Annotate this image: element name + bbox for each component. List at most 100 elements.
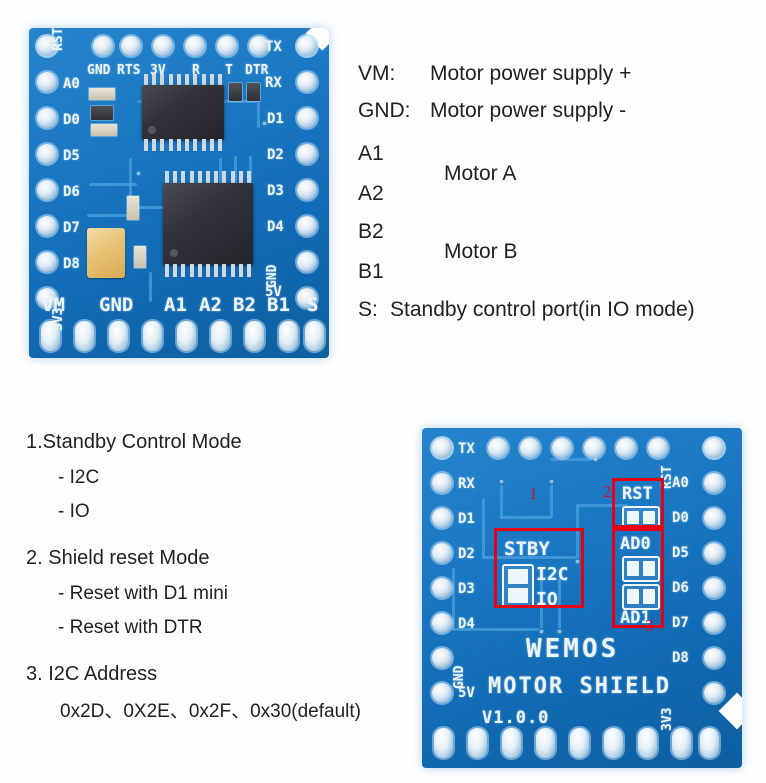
silk-stby-option-io: IO bbox=[536, 589, 558, 610]
silk-left-pin-7: 5V bbox=[458, 685, 475, 701]
pcb-via bbox=[556, 628, 563, 635]
header-pad-right bbox=[297, 252, 317, 272]
note-2-option-d1mini: - Reset with D1 mini bbox=[58, 583, 228, 604]
ad0-jumper-pads[interactable] bbox=[622, 556, 660, 582]
header-pad-right bbox=[297, 72, 317, 92]
pin-function-legend: VM: Motor power supply + GND: Motor powe… bbox=[358, 62, 758, 335]
silk-bottom-label-1: GND bbox=[99, 294, 134, 316]
header-pad bbox=[93, 36, 113, 56]
stby-jumper-pads[interactable] bbox=[502, 564, 534, 608]
legend-row-vm: VM: Motor power supply + bbox=[358, 62, 758, 99]
pcb-trace bbox=[482, 556, 578, 559]
silk-left-pin-0: TX bbox=[458, 441, 475, 457]
legend-value-standby: Standby control port(in IO mode) bbox=[390, 298, 695, 321]
smd-resistor bbox=[91, 124, 117, 136]
silk-bottom-label-6: S bbox=[307, 294, 319, 316]
silk-right-pin-7: 3V3 bbox=[660, 707, 675, 731]
silk-right-pin-5: D7 bbox=[672, 615, 689, 631]
jumper-pad-upper bbox=[508, 569, 528, 584]
terminal-slot bbox=[305, 321, 324, 351]
header-pad bbox=[648, 438, 668, 458]
motor-driver-ic bbox=[163, 183, 253, 265]
header-pad-left bbox=[432, 508, 452, 528]
smd-component bbox=[247, 83, 260, 101]
back-board-inner: TX RX D1 D2 D3 D4 GND 5V RST A0 D0 D5 D6… bbox=[422, 428, 742, 768]
header-pad-left bbox=[37, 72, 57, 92]
silk-rst-label: RST bbox=[622, 484, 653, 504]
header-pad bbox=[552, 438, 572, 458]
note-1-heading: 1.Standby Control Mode bbox=[26, 431, 242, 453]
header-pad-left bbox=[37, 216, 57, 236]
note-3-heading: 3. I2C Address bbox=[26, 663, 158, 685]
terminal-slot bbox=[143, 321, 162, 351]
silk-stby-option-i2c: I2C bbox=[536, 564, 569, 585]
header-pad-right bbox=[704, 648, 724, 668]
pcb-trace bbox=[500, 516, 552, 519]
pcb-trace bbox=[482, 498, 485, 558]
pcb-trace bbox=[452, 628, 542, 631]
microcontroller-ic bbox=[142, 85, 224, 140]
header-pad-right bbox=[704, 613, 724, 633]
legend-key-a2: A2 bbox=[358, 182, 384, 205]
ic2-top-pins bbox=[165, 171, 251, 184]
header-pad bbox=[520, 438, 540, 458]
smd-component bbox=[229, 83, 242, 101]
silk-brand: WEMOS bbox=[526, 634, 620, 664]
header-pad-right bbox=[297, 216, 317, 236]
jumper-pad-right bbox=[643, 511, 655, 524]
silk-left-pin-4: D3 bbox=[458, 581, 475, 597]
header-pad-right bbox=[704, 438, 724, 458]
header-pad bbox=[217, 36, 237, 56]
pcb-via bbox=[135, 170, 142, 177]
terminal-slot bbox=[279, 321, 298, 351]
terminal-slot bbox=[638, 728, 657, 758]
callout-number-1: 1 bbox=[529, 484, 538, 503]
header-pad-left bbox=[37, 144, 57, 164]
silk-left-pin-2: D0 bbox=[63, 112, 80, 128]
notes-spacer bbox=[26, 529, 406, 541]
header-pad-left bbox=[37, 252, 57, 272]
ad1-jumper-pads[interactable] bbox=[622, 584, 660, 610]
terminal-slot bbox=[700, 728, 719, 758]
header-pad-left bbox=[37, 288, 57, 308]
silk-top-label-0: GND bbox=[87, 63, 111, 78]
terminal-slot bbox=[468, 728, 487, 758]
note-3-addresses: 0x2D、0X2E、0x2F、0x30(default) bbox=[60, 701, 361, 722]
ic2-bottom-pins bbox=[165, 264, 251, 277]
header-pad-right bbox=[297, 180, 317, 200]
silk-product: MOTOR SHIELD bbox=[488, 674, 671, 699]
pcb-trace bbox=[87, 214, 139, 217]
silk-right-pin-5: D4 bbox=[267, 219, 284, 235]
ic1-bottom-pins bbox=[144, 139, 222, 151]
silk-bottom-label-0: VM bbox=[42, 294, 65, 316]
pcb-trace bbox=[452, 568, 455, 630]
silk-stby-label: STBY bbox=[504, 538, 550, 560]
silk-right-pin-7: 5V bbox=[265, 284, 282, 300]
legend-group-motor-b: B2 B1 Motor B bbox=[358, 216, 758, 296]
header-pad-left bbox=[37, 108, 57, 128]
header-pad-left bbox=[432, 648, 452, 668]
legend-value-vm: Motor power supply + bbox=[430, 62, 632, 85]
silk-left-pin-6: D8 bbox=[63, 256, 80, 272]
silk-top-label-2: 3V bbox=[150, 63, 166, 78]
silk-bottom-label-5: B1 bbox=[267, 294, 290, 316]
terminal-slot bbox=[245, 321, 264, 351]
ic-pin1-marker bbox=[148, 126, 156, 134]
silk-ad1-label: AD1 bbox=[620, 608, 651, 628]
legend-key-b2: B2 bbox=[358, 220, 384, 243]
smd-resistor bbox=[127, 196, 139, 220]
configuration-notes: 1.Standby Control Mode - I2C - IO 2. Shi… bbox=[26, 425, 406, 727]
ic-pin1-marker bbox=[170, 249, 178, 257]
terminal-slot bbox=[211, 321, 230, 351]
pcb-via bbox=[592, 456, 599, 463]
pcb-via bbox=[548, 478, 555, 485]
highlight-box-rst bbox=[612, 478, 664, 528]
note-2-option-dtr: - Reset with DTR bbox=[58, 617, 203, 638]
silk-left-pin-2: D1 bbox=[458, 511, 475, 527]
terminal-slot bbox=[536, 728, 555, 758]
header-pad-left bbox=[432, 578, 452, 598]
highlight-box-stby bbox=[494, 528, 584, 608]
legend-key-a1: A1 bbox=[358, 142, 384, 165]
silk-left-pin-0: RST bbox=[51, 28, 66, 51]
pcb-trace bbox=[149, 272, 152, 302]
